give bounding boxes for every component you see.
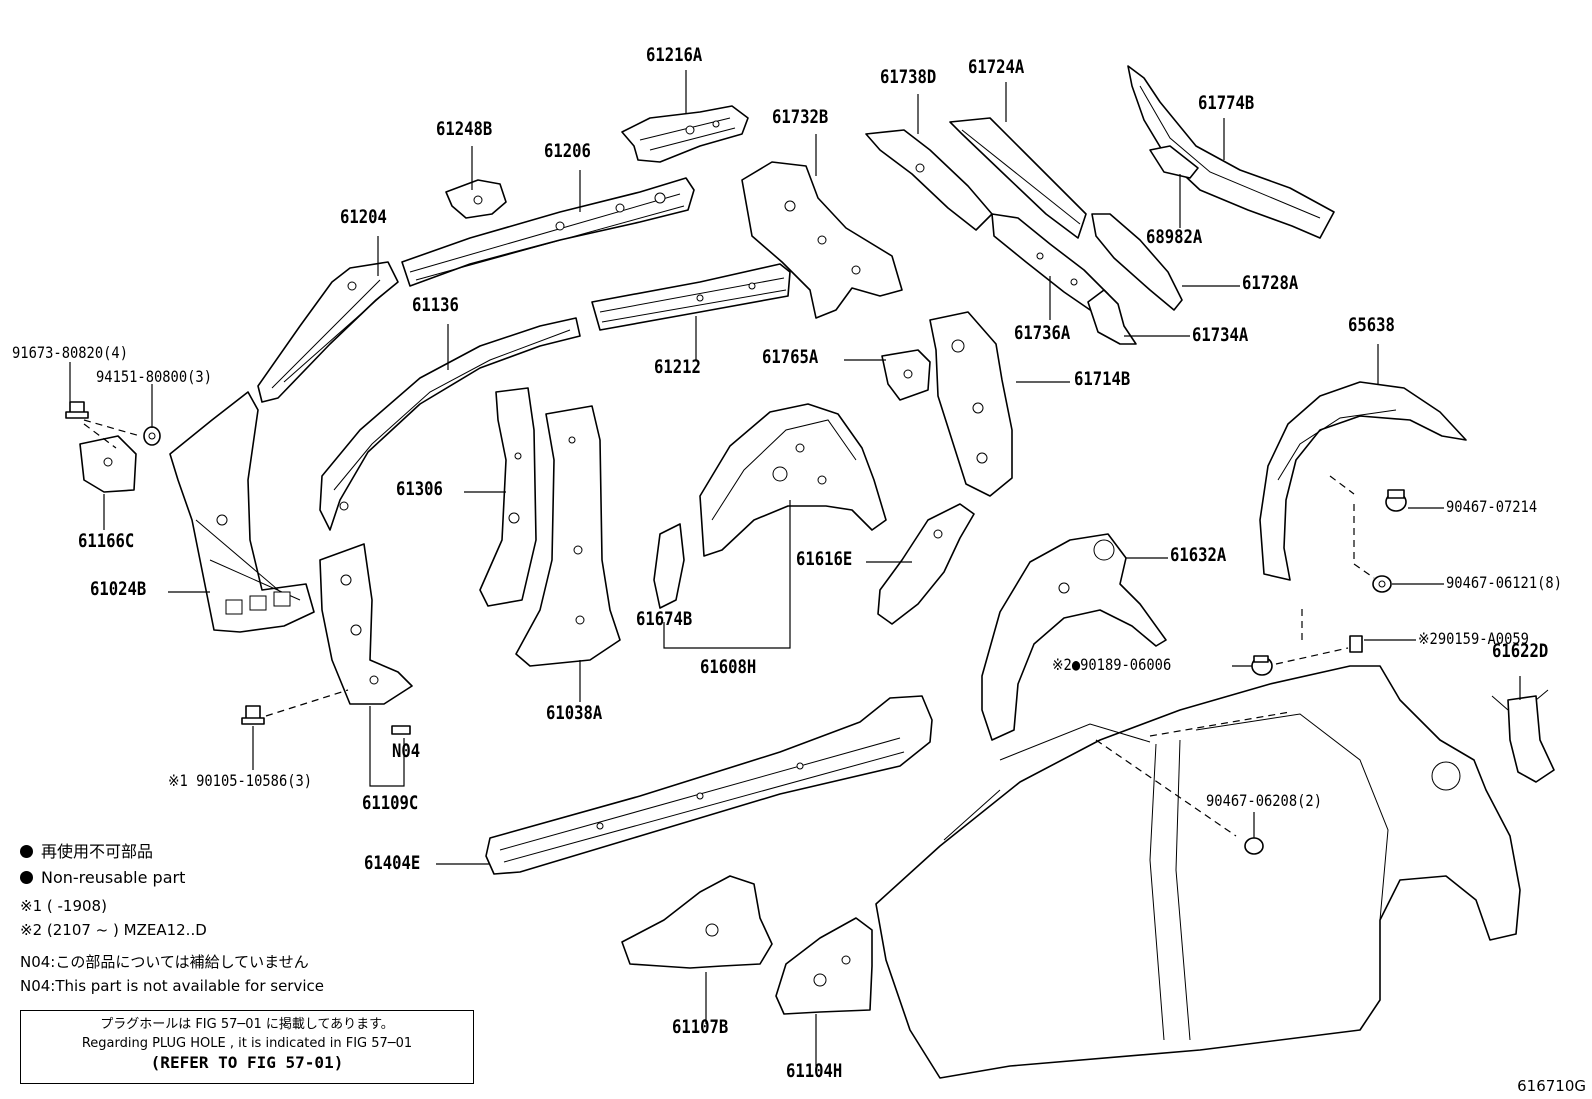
part-61734A-shape: [1087, 289, 1137, 345]
part-61104H-shape: [775, 917, 873, 1015]
clip-90467-07214-shape: [1385, 489, 1407, 512]
part-61732B-shape: [741, 161, 903, 319]
part-61616E-shape: [877, 503, 975, 625]
part-61714B-shape: [929, 311, 1013, 497]
part-label-61038A[interactable]: 61038A: [546, 702, 603, 724]
part-61107B-shape: [621, 875, 773, 969]
part-label-61306[interactable]: 61306: [396, 478, 443, 500]
part-61311-side-outer-shape: [875, 665, 1521, 1079]
legend-nonreusable-en-text: Non-reusable part: [41, 868, 186, 887]
bolt-91673-shape: [65, 401, 89, 419]
legend-nonreusable-jp: 再使用不可部品: [20, 842, 153, 862]
part-61109C-shape: [319, 543, 413, 705]
part-61724A-shape: [949, 117, 1087, 239]
legend-n04-en: N04:This part is not available for servi…: [20, 977, 324, 995]
part-61212-shape: [591, 263, 791, 331]
part-label-61774B[interactable]: 61774B: [1198, 92, 1255, 114]
part-label-61736A[interactable]: 61736A: [1014, 322, 1071, 344]
part-label-90189-06006[interactable]: ※2●90189-06006: [1052, 655, 1172, 674]
part-61248B-shape: [445, 179, 507, 219]
part-label-65638[interactable]: 65638: [1348, 314, 1395, 336]
part-61774B-shape: [1127, 65, 1335, 239]
part-label-61732B[interactable]: 61732B: [772, 106, 829, 128]
part-61674B-shape: [653, 523, 685, 609]
part-61166C-shape: [79, 435, 137, 493]
part-label-61216A[interactable]: 61216A: [646, 44, 703, 66]
bullet-icon: [20, 845, 33, 858]
nut-94151-shape: [143, 426, 161, 446]
part-label-94151-80800[interactable]: 94151-80800(3): [96, 367, 212, 386]
part-61728A-shape: [1091, 213, 1183, 311]
part-label-61204[interactable]: 61204: [340, 206, 387, 228]
part-label-90467-06121[interactable]: 90467-06121(8): [1446, 573, 1562, 592]
part-61622D-shape: [1491, 689, 1555, 783]
part-label-68982A[interactable]: 68982A: [1146, 226, 1203, 248]
part-label-N04[interactable]: N04: [392, 740, 421, 762]
part-61024B-shape: [169, 391, 315, 633]
legend-nonreusable-jp-text: 再使用不可部品: [41, 842, 154, 861]
part-label-61404E[interactable]: 61404E: [364, 852, 421, 874]
legend-note2: ※2 (2107 ~ ) MZEA12..D: [20, 921, 207, 939]
part-label-61616E[interactable]: 61616E: [796, 548, 853, 570]
part-68982A-shape: [1149, 145, 1199, 179]
figure-code: 616710G: [1517, 1077, 1586, 1095]
part-61608H-shape: [699, 403, 887, 557]
part-61738D-shape: [865, 129, 993, 231]
clip-90189-shape: [1251, 655, 1273, 676]
legend-nonreusable-en: Non-reusable part: [20, 868, 185, 888]
part-N04-clip-shape: [391, 725, 411, 735]
part-label-61714B[interactable]: 61714B: [1074, 368, 1131, 390]
leader-lines: [69, 70, 1521, 1066]
plug-hole-note-box: プラグホールは FIG 57─01 に掲載してあります。 Regarding P…: [20, 1010, 474, 1084]
part-label-61024B[interactable]: 61024B: [90, 578, 147, 600]
legend-n04-jp: N04:この部品については補給していません: [20, 953, 309, 971]
note-line-ref[interactable]: (REFER TO FIG 57-01): [150, 1053, 344, 1072]
part-61038A-shape: [515, 405, 621, 667]
part-label-61212[interactable]: 61212: [654, 356, 701, 378]
nut-90467-06121-shape: [1372, 575, 1392, 593]
part-61765A-shape: [881, 349, 931, 401]
part-61404E-shape: [485, 695, 933, 875]
part-label-61206[interactable]: 61206: [544, 140, 591, 162]
part-label-61728A[interactable]: 61728A: [1242, 272, 1299, 294]
part-label-61765A[interactable]: 61765A: [762, 346, 819, 368]
part-label-61622D[interactable]: 61622D: [1492, 640, 1549, 662]
part-61632A-shape: [981, 533, 1167, 741]
part-label-61738D[interactable]: 61738D: [880, 66, 937, 88]
part-label-91673-80820[interactable]: 91673-80820(4): [12, 343, 128, 362]
part-65638-shape: [1259, 381, 1467, 581]
part-label-61734A[interactable]: 61734A: [1192, 324, 1249, 346]
part-label-61608H[interactable]: 61608H: [700, 656, 757, 678]
part-label-90467-07214[interactable]: 90467-07214: [1446, 497, 1538, 516]
legend-note1: ※1 ( -1908): [20, 897, 107, 915]
part-label-61674B[interactable]: 61674B: [636, 608, 693, 630]
part-61204-shape: [257, 261, 399, 403]
bolt-90159-shape: [1349, 635, 1363, 653]
note-line-en: Regarding PLUG HOLE , it is indicated in…: [81, 1036, 413, 1051]
part-label-61632A[interactable]: 61632A: [1170, 544, 1227, 566]
part-61306-shape: [479, 387, 537, 607]
part-61206-shape: [401, 177, 695, 287]
note-line-jp: プラグホールは FIG 57─01 に掲載してあります。: [100, 1017, 394, 1032]
part-61136-shape: [319, 317, 581, 531]
part-label-61166C[interactable]: 61166C: [78, 530, 135, 552]
part-label-61109C[interactable]: 61109C: [362, 792, 419, 814]
bullet-icon: [20, 871, 33, 884]
part-label-90159-A0059[interactable]: ※290159-A0059: [1418, 629, 1529, 648]
part-label-90467-06208[interactable]: 90467-06208(2): [1206, 791, 1322, 810]
part-label-61136[interactable]: 61136: [412, 294, 459, 316]
part-label-61107B[interactable]: 61107B: [672, 1016, 729, 1038]
part-label-61104H[interactable]: 61104H: [786, 1060, 843, 1082]
part-label-61724A[interactable]: 61724A: [968, 56, 1025, 78]
part-label-61248B[interactable]: 61248B: [436, 118, 493, 140]
part-61216A-shape: [621, 105, 749, 163]
bolt-90105-shape: [241, 705, 265, 725]
part-label-90105-10586[interactable]: ※1 90105-10586(3): [168, 771, 313, 790]
clip-90467-06208-shape: [1244, 837, 1264, 855]
